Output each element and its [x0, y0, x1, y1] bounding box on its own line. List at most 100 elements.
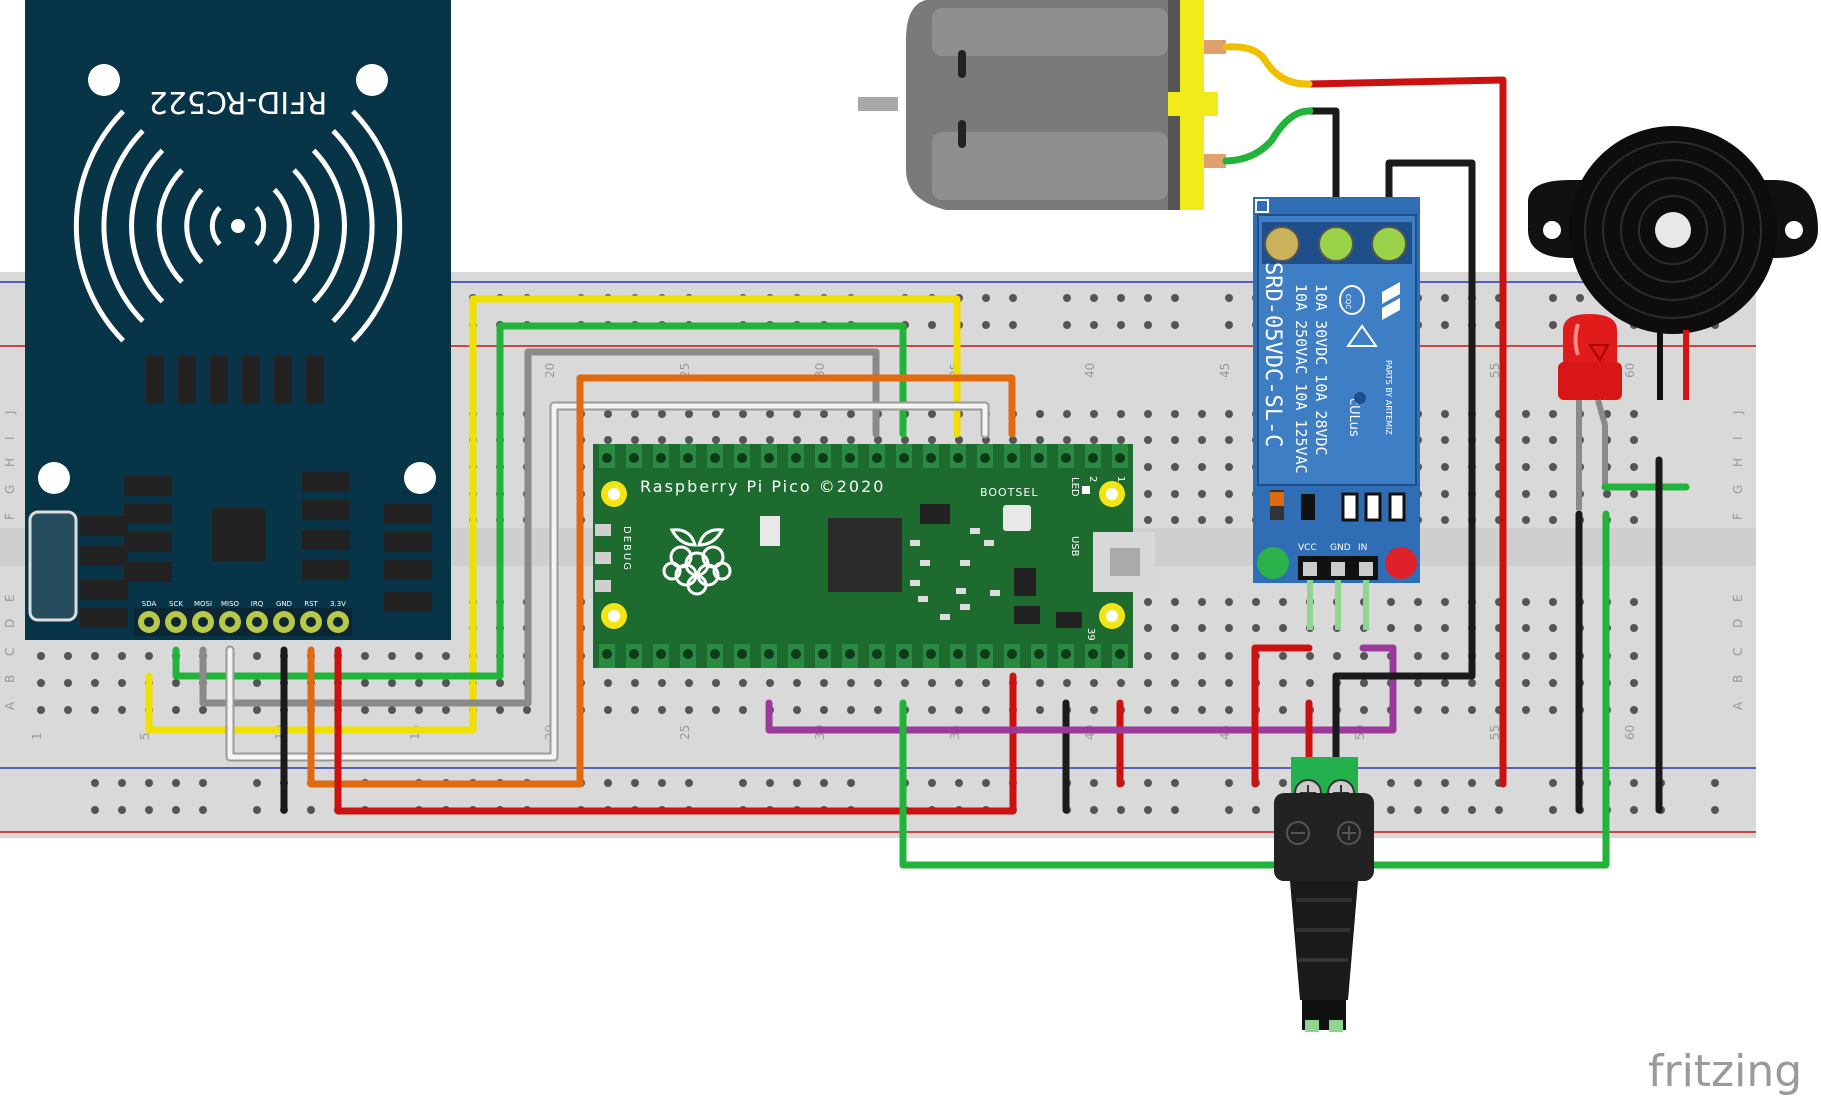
breadboard-hole[interactable] [604, 679, 612, 687]
breadboard-hole[interactable] [388, 652, 396, 660]
breadboard-hole[interactable] [928, 410, 936, 418]
breadboard-hole[interactable] [1279, 624, 1287, 632]
breadboard-hole[interactable] [253, 679, 261, 687]
breadboard-hole[interactable] [766, 436, 774, 444]
breadboard-hole[interactable] [955, 706, 963, 714]
breadboard-hole[interactable] [1630, 516, 1638, 524]
breadboard-hole[interactable] [1198, 463, 1206, 471]
breadboard-hole[interactable] [1171, 463, 1179, 471]
breadboard-hole[interactable] [820, 679, 828, 687]
breadboard-hole[interactable] [1225, 679, 1233, 687]
breadboard-hole[interactable] [1630, 490, 1638, 498]
breadboard-hole[interactable] [1522, 436, 1530, 444]
breadboard-hole[interactable] [1414, 652, 1422, 660]
breadboard-hole[interactable] [1036, 410, 1044, 418]
rail-hole[interactable] [1630, 806, 1638, 814]
breadboard-hole[interactable] [1144, 624, 1152, 632]
breadboard-hole[interactable] [1441, 624, 1449, 632]
breadboard-hole[interactable] [901, 436, 909, 444]
breadboard-hole[interactable] [172, 679, 180, 687]
breadboard-hole[interactable] [442, 679, 450, 687]
breadboard-hole[interactable] [1144, 410, 1152, 418]
rail-hole[interactable] [1117, 806, 1125, 814]
breadboard-hole[interactable] [1549, 436, 1557, 444]
breadboard-hole[interactable] [1414, 624, 1422, 632]
breadboard-hole[interactable] [1144, 652, 1152, 660]
rail-hole[interactable] [685, 779, 693, 787]
wire-green-buzzer[interactable] [899, 510, 1610, 869]
breadboard-hole[interactable] [1036, 706, 1044, 714]
breadboard-hole[interactable] [604, 410, 612, 418]
breadboard-hole[interactable] [442, 652, 450, 660]
breadboard-hole[interactable] [1279, 679, 1287, 687]
breadboard-hole[interactable] [658, 436, 666, 444]
breadboard-hole[interactable] [1522, 679, 1530, 687]
breadboard-hole[interactable] [1630, 679, 1638, 687]
breadboard-hole[interactable] [37, 706, 45, 714]
breadboard-hole[interactable] [1198, 679, 1206, 687]
breadboard-hole[interactable] [1171, 652, 1179, 660]
breadboard-hole[interactable] [1414, 679, 1422, 687]
breadboard-hole[interactable] [631, 679, 639, 687]
breadboard-hole[interactable] [361, 679, 369, 687]
breadboard-hole[interactable] [1225, 436, 1233, 444]
rail-hole[interactable] [1225, 779, 1233, 787]
breadboard-hole[interactable] [1171, 679, 1179, 687]
breadboard-hole[interactable] [982, 679, 990, 687]
rail-hole[interactable] [1576, 294, 1584, 302]
breadboard-hole[interactable] [739, 436, 747, 444]
breadboard-hole[interactable] [847, 410, 855, 418]
relay-module[interactable]: SRD-05VDC-SL-C 10A 250VAC 10A 125VAC 10A… [1253, 197, 1420, 630]
rail-hole[interactable] [739, 779, 747, 787]
breadboard-hole[interactable] [1090, 679, 1098, 687]
breadboard-hole[interactable] [712, 679, 720, 687]
breadboard-hole[interactable] [1090, 436, 1098, 444]
breadboard-hole[interactable] [955, 679, 963, 687]
rail-hole[interactable] [1549, 321, 1557, 329]
breadboard-hole[interactable] [1441, 490, 1449, 498]
rail-hole[interactable] [1009, 294, 1017, 302]
breadboard-hole[interactable] [1171, 706, 1179, 714]
breadboard-hole[interactable] [685, 706, 693, 714]
rail-hole[interactable] [199, 779, 207, 787]
breadboard-hole[interactable] [955, 436, 963, 444]
breadboard-hole[interactable] [820, 410, 828, 418]
rail-hole[interactable] [955, 779, 963, 787]
rail-hole[interactable] [1090, 779, 1098, 787]
breadboard-hole[interactable] [388, 679, 396, 687]
breadboard-hole[interactable] [1549, 679, 1557, 687]
wire-purple-relay-in[interactable] [765, 644, 1397, 734]
rail-hole[interactable] [1549, 779, 1557, 787]
breadboard-hole[interactable] [388, 706, 396, 714]
rail-hole[interactable] [1711, 806, 1719, 814]
breadboard-hole[interactable] [64, 652, 72, 660]
breadboard-hole[interactable] [928, 706, 936, 714]
breadboard-hole[interactable] [1144, 436, 1152, 444]
breadboard-hole[interactable] [1198, 624, 1206, 632]
breadboard-hole[interactable] [1522, 652, 1530, 660]
wire-red-relay-vcc[interactable] [1251, 644, 1313, 788]
breadboard-hole[interactable] [118, 679, 126, 687]
breadboard-hole[interactable] [631, 410, 639, 418]
breadboard-hole[interactable] [1225, 652, 1233, 660]
breadboard-hole[interactable] [1306, 679, 1314, 687]
breadboard-hole[interactable] [712, 410, 720, 418]
breadboard-hole[interactable] [1441, 652, 1449, 660]
breadboard-hole[interactable] [847, 706, 855, 714]
breadboard-hole[interactable] [1522, 516, 1530, 524]
rail-hole[interactable] [1441, 321, 1449, 329]
breadboard-hole[interactable] [415, 706, 423, 714]
breadboard-hole[interactable] [1549, 516, 1557, 524]
breadboard-hole[interactable] [1522, 624, 1530, 632]
breadboard-hole[interactable] [1171, 624, 1179, 632]
breadboard-hole[interactable] [145, 652, 153, 660]
breadboard-hole[interactable] [766, 679, 774, 687]
breadboard-hole[interactable] [1549, 598, 1557, 606]
breadboard-hole[interactable] [1306, 652, 1314, 660]
breadboard-hole[interactable] [496, 706, 504, 714]
breadboard-hole[interactable] [1549, 410, 1557, 418]
breadboard-hole[interactable] [820, 436, 828, 444]
rail-hole[interactable] [1117, 294, 1125, 302]
breadboard-hole[interactable] [1225, 624, 1233, 632]
breadboard-hole[interactable] [1630, 706, 1638, 714]
